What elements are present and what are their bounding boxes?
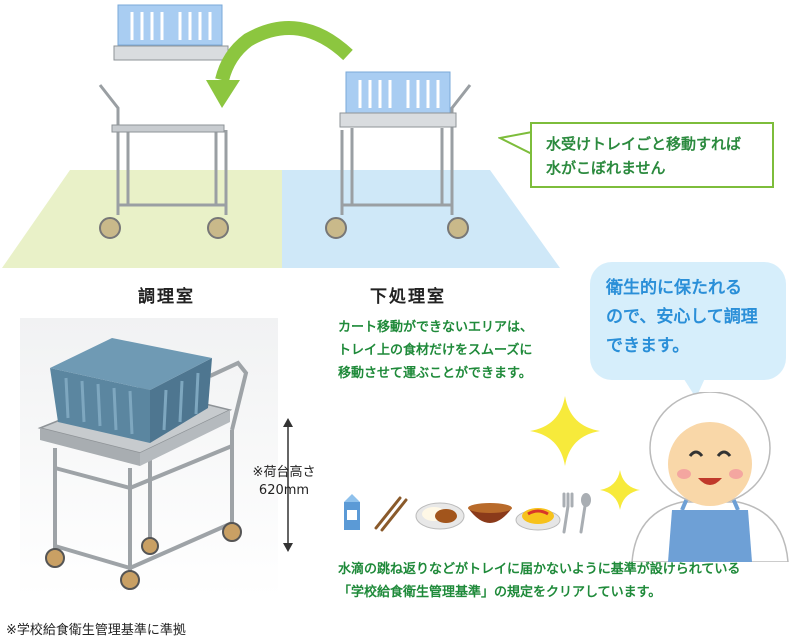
bubble-line: できます。 <box>606 336 690 356</box>
floor-cooking-room <box>2 170 282 268</box>
soup-bowl-icon <box>468 503 512 523</box>
move-arrow <box>215 21 353 82</box>
standard-line: 「学校給食衛生管理基準」の規定をクリアしています。 <box>338 585 662 600</box>
height-note: ※荷台高さ 620mm <box>236 464 332 500</box>
hygiene-standard-text: 水滴の跳ね返りなどがトレイに届かないように基準が設けられている 「学校給食衛生管… <box>338 558 794 604</box>
hygiene-speech-bubble: 衛生的に保たれる ので、安心して調理 できます。 <box>590 262 786 380</box>
height-dimension-line <box>283 418 293 552</box>
standard-line: 水滴の跳ね返りなどがトレイに届かないように基準が設けられている <box>338 562 741 577</box>
floor-prep-room <box>282 170 560 268</box>
floor-diagram <box>2 4 560 268</box>
milk-carton-icon <box>344 494 360 530</box>
cart-left-wheel <box>207 217 229 239</box>
food-icons <box>344 492 591 534</box>
bubble-tail <box>682 376 706 398</box>
cart-left-shelf <box>111 124 225 133</box>
callout-tail <box>498 130 534 156</box>
water-tray-callout: 水受けトレイごと移動すれば 水がこぼれません <box>530 122 774 188</box>
footnote: ※学校給食衛生管理基準に準拠 <box>6 623 186 638</box>
chopsticks-icon <box>374 496 408 532</box>
curry-plate-icon <box>415 502 465 530</box>
tray-on-cart <box>339 112 457 128</box>
transfer-description: カート移動ができないエリアは、 トレイ上の食材だけをスムーズに 移動させて運ぶこ… <box>338 316 578 385</box>
description-line: カート移動ができないエリアは、 <box>338 320 534 335</box>
cart-right-wheel <box>325 217 347 239</box>
move-arrow-head <box>206 80 240 108</box>
fork-spoon-icon <box>562 492 591 534</box>
bubble-line: ので、安心して調理 <box>606 307 758 327</box>
cart-left-wheel <box>99 217 121 239</box>
cart-left <box>98 84 228 215</box>
callout-line: 水受けトレイごと移動すれば <box>546 135 742 153</box>
omelet-icon <box>515 508 561 531</box>
description-line: トレイ上の食材だけをスムーズに <box>338 343 533 358</box>
bubble-line: 衛生的に保たれる <box>606 278 742 298</box>
room-label-prep: 下処理室 <box>370 287 446 307</box>
cook-character <box>631 392 789 562</box>
cart-photo <box>20 318 278 598</box>
sparkle-icon <box>600 470 640 510</box>
callout-line: 水がこぼれません <box>546 159 666 177</box>
basket-on-cart <box>345 71 451 115</box>
basket-floating <box>117 4 223 46</box>
description-line: 移動させて運ぶことができます。 <box>338 366 532 381</box>
sparkle-icon <box>530 396 600 466</box>
height-note-value: 620mm <box>258 483 310 498</box>
height-note-label: ※荷台高さ <box>252 465 316 480</box>
cart-right-wheel <box>447 217 469 239</box>
tray-floating <box>113 45 229 61</box>
room-label-cooking: 調理室 <box>138 287 195 307</box>
